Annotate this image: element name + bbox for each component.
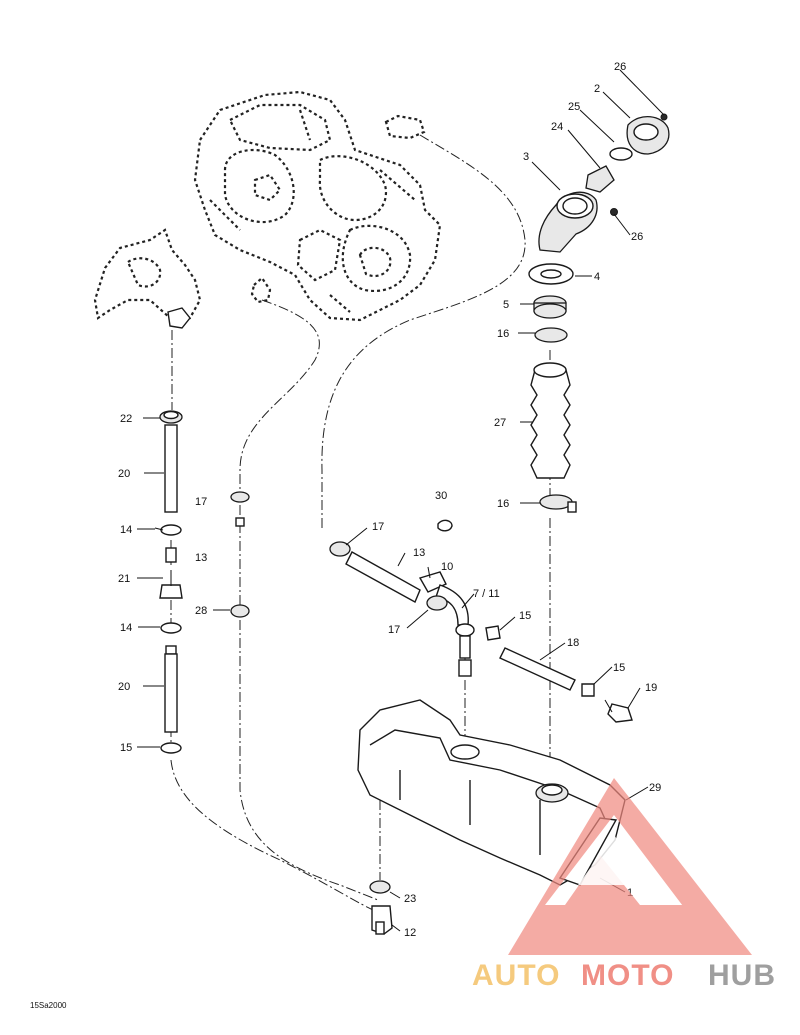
callout-7-11: 7 / 11	[473, 588, 500, 600]
callout-17-bottom: 17	[388, 624, 400, 636]
callout-10: 10	[441, 561, 453, 573]
callout-15-right: 15	[613, 662, 625, 674]
callout-29: 29	[649, 782, 661, 794]
callout-15-left: 15	[120, 742, 132, 754]
callout-26: 26	[631, 231, 643, 243]
callout-28: 28	[195, 605, 207, 617]
engine-fitting-ghost	[250, 114, 426, 304]
callout-21: 21	[118, 573, 130, 585]
callout-14-lower: 14	[120, 622, 132, 634]
callout-20-upper: 20	[118, 468, 130, 480]
callout-19: 19	[645, 682, 657, 694]
brand-part3: HUB	[708, 959, 776, 992]
callout-17-mid: 17	[195, 496, 207, 508]
callout-23: 23	[404, 893, 416, 905]
callout-22: 22	[120, 413, 132, 425]
callout-30: 30	[435, 490, 447, 502]
brand-part2: MOTO	[581, 959, 674, 992]
bottom-fittings	[369, 880, 393, 935]
callout-24: 25	[568, 101, 580, 113]
brand-part1: AUTO	[472, 959, 560, 992]
left-fuel-line-assembly	[154, 410, 183, 754]
callout-14-upper: 14	[120, 524, 132, 536]
pump-housing-ghost	[93, 228, 202, 329]
callout-17-top: 17	[372, 521, 384, 533]
callout-16-upper: 16	[497, 328, 509, 340]
callout-2: 2	[594, 83, 600, 95]
callout-27: 27	[494, 417, 506, 429]
callout-25: 24	[551, 121, 563, 133]
callout-3: 26	[614, 61, 626, 73]
triangle-logo-icon	[508, 778, 752, 955]
callout-13-left: 13	[195, 552, 207, 564]
callout-20-lower: 20	[118, 681, 130, 693]
fuel-tank	[357, 699, 626, 886]
callout-15-center: 15	[519, 610, 531, 622]
central-hose-assembly	[329, 519, 633, 723]
callout-18: 18	[567, 637, 579, 649]
middle-clamps	[230, 491, 250, 618]
watermark-logo: AUTO MOTO HUB	[472, 778, 776, 992]
callout-16-lower: 16	[497, 498, 509, 510]
filler-neck-assembly	[528, 113, 670, 513]
callout-leaders	[137, 69, 665, 932]
callout-12: 12	[404, 927, 416, 939]
engine-ghost	[193, 90, 442, 322]
callout-6: 5	[503, 299, 509, 311]
callout-4: 3	[523, 151, 529, 163]
figure-code: 15Sa2000	[30, 1001, 67, 1010]
callout-13-center: 13	[413, 547, 425, 559]
callout-5: 4	[594, 271, 600, 283]
